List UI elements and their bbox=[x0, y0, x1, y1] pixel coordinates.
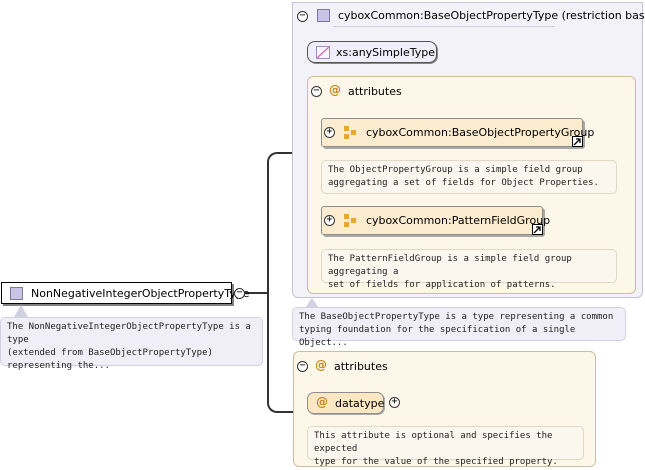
link-arrow-icon[interactable] bbox=[532, 224, 543, 235]
datatype-attribute-node[interactable]: @ datatype bbox=[307, 392, 384, 414]
root-annotation-line: (extended from BaseObjectPropertyType) bbox=[7, 348, 213, 358]
group-annotation: The PatternFieldGroup is a simple field … bbox=[321, 249, 617, 290]
attribute-group-name: cyboxCommon:PatternFieldGroup bbox=[366, 214, 551, 227]
attribute-icon: @ bbox=[329, 83, 341, 97]
simple-type-icon bbox=[316, 46, 330, 59]
attribute-icon: @ bbox=[316, 395, 328, 409]
attributes-collapse-toggle[interactable]: − bbox=[311, 86, 322, 97]
connector-branch bbox=[267, 152, 295, 413]
base-annotation-line: The BaseObjectPropertyType is a type rep… bbox=[299, 312, 614, 322]
simple-type-node[interactable]: xs:anySimpleType bbox=[307, 41, 437, 63]
attributes-collapse-toggle[interactable]: − bbox=[297, 361, 308, 372]
base-attributes-box: − @ attributes + cyboxCommon:BaseObjectP… bbox=[307, 76, 636, 294]
datatype-annotation-line: type for the value of the specified prop… bbox=[314, 457, 558, 467]
attribute-group-node[interactable]: + cyboxCommon:BaseObjectPropertyGroup bbox=[321, 118, 594, 147]
connector-root-stem bbox=[245, 292, 269, 294]
attribute-group-node[interactable]: + cyboxCommon:PatternFieldGroup bbox=[321, 206, 550, 235]
link-arrow-icon[interactable] bbox=[572, 136, 583, 147]
base-title-underline bbox=[333, 26, 555, 27]
root-annotation-line: representing the... bbox=[7, 361, 110, 371]
complex-type-icon bbox=[317, 9, 330, 22]
attribute-group-icon bbox=[344, 214, 356, 227]
group-annotation-line: aggregating a set of fields for Object P… bbox=[328, 178, 599, 188]
group-annotation-line: The PatternFieldGroup is a simple field … bbox=[328, 254, 572, 277]
base-annotation-line: typing foundation for the specification … bbox=[299, 325, 576, 348]
base-annotation-pointer bbox=[305, 298, 319, 308]
root-type-node[interactable]: NonNegativeIntegerObjectPropertyType bbox=[1, 282, 250, 304]
datatype-annotation-line: This attribute is optional and specifies… bbox=[314, 431, 553, 454]
root-collapse-toggle[interactable]: − bbox=[234, 288, 245, 299]
datatype-attribute-name: datatype bbox=[335, 397, 385, 410]
group-annotation-line: set of fields for application of pattern… bbox=[328, 280, 556, 290]
attributes-label: attributes bbox=[348, 85, 402, 98]
group-expand-toggle[interactable]: + bbox=[324, 215, 335, 226]
attributes-label: attributes bbox=[334, 360, 388, 373]
attribute-icon: @ bbox=[315, 358, 327, 372]
group-annotation: The ObjectPropertyGroup is a simple fiel… bbox=[321, 160, 617, 194]
attribute-group-icon bbox=[344, 126, 356, 139]
base-annotation: The BaseObjectPropertyType is a type rep… bbox=[292, 307, 626, 348]
simple-type-name: xs:anySimpleType bbox=[336, 46, 435, 59]
root-annotation: The NonNegativeIntegerObjectPropertyType… bbox=[0, 317, 263, 371]
group-expand-toggle[interactable]: + bbox=[324, 127, 335, 138]
extension-attributes-box: − @ attributes @ datatype + This attribu… bbox=[293, 351, 596, 467]
base-type-panel: − cyboxCommon:BaseObjectPropertyType (re… bbox=[292, 2, 645, 298]
root-annotation-pointer bbox=[14, 305, 28, 317]
datatype-expand-toggle[interactable]: + bbox=[389, 397, 400, 408]
attribute-group-name: cyboxCommon:BaseObjectPropertyGroup bbox=[366, 126, 595, 139]
root-type-name: NonNegativeIntegerObjectPropertyType bbox=[31, 287, 250, 300]
base-collapse-toggle[interactable]: − bbox=[297, 11, 308, 22]
base-type-title: cyboxCommon:BaseObjectPropertyType (rest… bbox=[338, 9, 645, 22]
group-annotation-line: The ObjectPropertyGroup is a simple fiel… bbox=[328, 165, 583, 175]
datatype-annotation: This attribute is optional and specifies… bbox=[307, 426, 584, 467]
root-annotation-line: The NonNegativeIntegerObjectPropertyType… bbox=[7, 322, 251, 345]
complex-type-icon bbox=[10, 287, 23, 300]
